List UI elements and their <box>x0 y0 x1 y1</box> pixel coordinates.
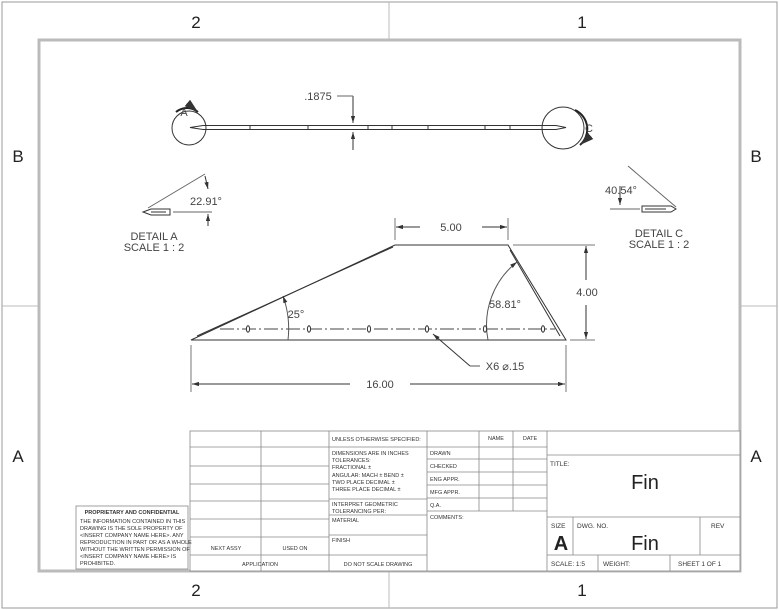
hole-mark <box>306 325 312 333</box>
dims-line: ANGULAR: MACH ± BEND ± <box>332 473 404 479</box>
size-label: SIZE <box>551 523 566 530</box>
hole-mark <box>424 325 430 333</box>
hole-group <box>245 325 546 333</box>
detail-c-view <box>610 165 677 213</box>
proprietary-line: <INSERT COMPANY NAME HERE>. ANY <box>80 533 184 539</box>
hole-mark <box>540 325 546 333</box>
dims-line: FRACTIONAL ± <box>332 465 371 471</box>
proprietary-title: PROPRIETARY AND CONFIDENTIAL <box>85 510 180 516</box>
interpret-line: TOLERANCING PER: <box>332 509 386 515</box>
unless-specified: UNLESS OTHERWISE SPECIFIED: <box>332 437 421 443</box>
dwg-no-value: Fin <box>631 533 659 555</box>
dims-line: THREE PLACE DECIMAL ± <box>332 487 401 493</box>
top-view <box>171 95 585 150</box>
weight-label: WEIGHT: <box>603 561 630 568</box>
zone-right-b: B <box>750 147 761 166</box>
zone-left-b: B <box>12 147 23 166</box>
right-angle-dimension: 58.81° <box>489 299 521 311</box>
detail-c-arrow-icon <box>574 109 594 146</box>
callout-a: A <box>180 107 188 119</box>
detail-a-scale: SCALE 1 : 2 <box>124 242 185 254</box>
drawn-label: DRAWN <box>430 451 451 457</box>
detail-c-title: DETAIL C <box>635 228 683 240</box>
interpret-line: INTERPRET GEOMETRIC <box>332 502 398 508</box>
left-angle-dimension: 25° <box>288 309 305 321</box>
used-on-label: USED ON <box>282 546 307 552</box>
date-header: DATE <box>523 436 538 442</box>
dims-line: TOLERANCES: <box>332 458 371 464</box>
application-label: APPLICATION <box>242 562 278 568</box>
drawing-title: Fin <box>631 472 659 494</box>
main-view <box>190 218 595 392</box>
hole-mark <box>482 325 488 333</box>
proprietary-line: THE INFORMATION CONTAINED IN THIS <box>80 519 185 525</box>
sheet-value: SHEET 1 OF 1 <box>678 561 722 568</box>
zone-right-a: A <box>750 447 762 466</box>
top-edge-dimension: 5.00 <box>440 222 461 234</box>
scale-value: SCALE: 1:5 <box>551 561 585 568</box>
proprietary-line: DRAWING IS THE SOLE PROPERTY OF <box>80 526 183 532</box>
dims-line: TWO PLACE DECIMAL ± <box>332 480 395 486</box>
proprietary-line: WITHOUT THE WRITTEN PERMISSION OF <box>80 547 190 553</box>
proprietary-line: <INSERT COMPANY NAME HERE> IS <box>80 554 177 560</box>
zone-left-a: A <box>12 447 24 466</box>
detail-a-view <box>141 173 212 226</box>
comments-label: COMMENTS: <box>430 515 464 521</box>
rev-label: REV <box>711 523 725 530</box>
hole-mark <box>366 325 372 333</box>
detail-a-angle: 22.91° <box>190 196 222 208</box>
thickness-dimension: .1875 <box>304 91 332 103</box>
zone-bottom-2: 2 <box>191 581 200 600</box>
material-label: MATERIAL <box>332 518 359 524</box>
height-dimension: 4.00 <box>576 287 597 299</box>
name-header: NAME <box>488 436 504 442</box>
zone-top-2: 2 <box>191 13 200 32</box>
base-dimension: 16.00 <box>366 379 394 391</box>
title-block <box>75 430 741 572</box>
proprietary-line: PROHIBITED. <box>80 561 116 567</box>
checked-label: CHECKED <box>430 464 457 470</box>
zone-bottom-1: 1 <box>577 581 586 600</box>
size-value: A <box>554 533 568 555</box>
mfg-appr-label: MFG APPR. <box>430 490 460 496</box>
next-assy-label: NEXT ASSY <box>211 546 242 552</box>
hole-callout: X6 ⌀.15 <box>486 361 524 373</box>
detail-c-scale: SCALE 1 : 2 <box>629 239 690 251</box>
callout-c: C <box>585 123 593 135</box>
dims-line: DIMENSIONS ARE IN INCHES <box>332 451 409 457</box>
do-not-scale-label: DO NOT SCALE DRAWING <box>344 562 413 568</box>
detail-a-arrow-icon <box>175 99 199 113</box>
title-label: TITLE: <box>550 461 570 468</box>
detail-c-angle: 40.54° <box>605 185 637 197</box>
finish-label: FINISH <box>332 538 350 544</box>
dwg-no-label: DWG. NO. <box>577 523 608 530</box>
eng-appr-label: ENG APPR. <box>430 477 460 483</box>
hole-mark <box>245 325 251 333</box>
proprietary-line: REPRODUCTION IN PART OR AS A WHOLE <box>80 540 192 546</box>
detail-a-title: DETAIL A <box>130 231 178 243</box>
zone-top-1: 1 <box>577 13 586 32</box>
qa-label: Q.A. <box>430 503 441 509</box>
